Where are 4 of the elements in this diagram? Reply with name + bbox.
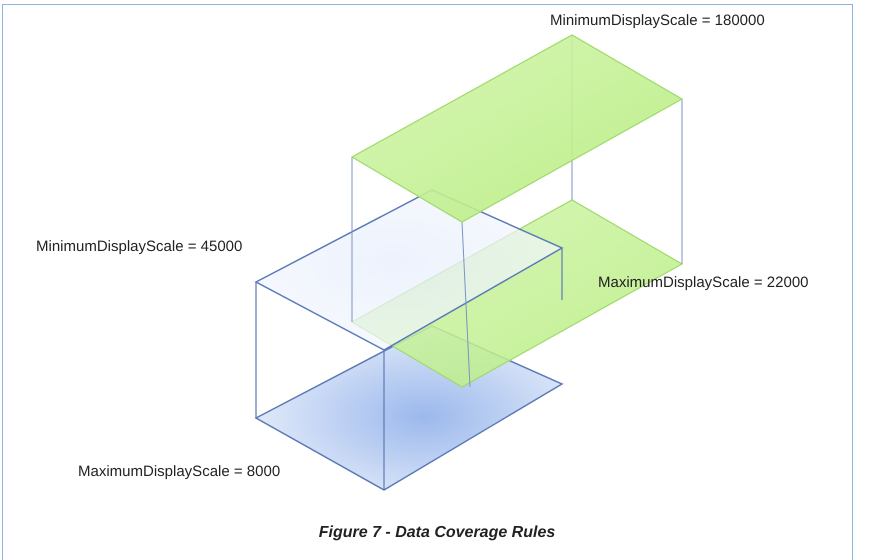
scale-label: MinimumDisplayScale = 180000	[550, 12, 765, 30]
scale-label: MinimumDisplayScale = 45000	[36, 238, 242, 256]
figure-caption: Figure 7 - Data Coverage Rules	[318, 524, 556, 542]
scale-label: MaximumDisplayScale = 8000	[78, 463, 280, 481]
